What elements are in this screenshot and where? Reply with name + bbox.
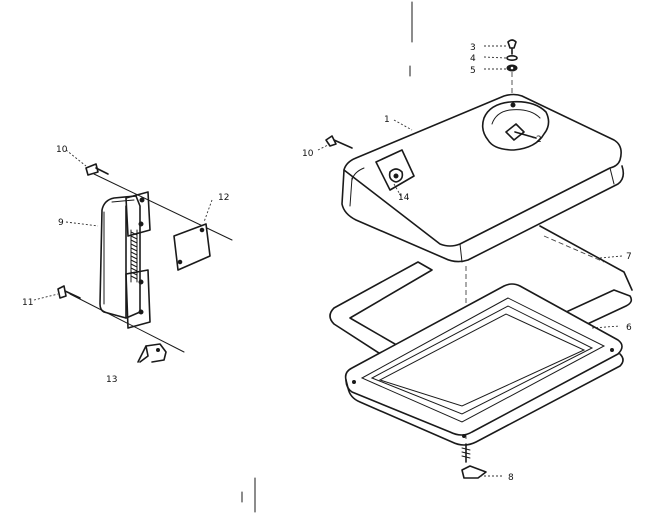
dial-window — [481, 100, 550, 151]
callout-8: 8 — [508, 473, 514, 483]
bolt-icon — [461, 443, 487, 479]
callout-4: 4 — [470, 54, 476, 64]
hinge-bracket-assembly — [57, 163, 233, 363]
screw-icon — [325, 135, 353, 149]
latch-bracket — [375, 149, 415, 199]
spring-coil — [130, 229, 138, 283]
leader-lines — [33, 45, 623, 477]
lid-box — [341, 93, 625, 263]
callout-6: 6 — [626, 323, 632, 333]
clip-bracket — [137, 343, 167, 363]
callout-3: 3 — [470, 43, 476, 53]
hinge-leaves — [125, 191, 151, 329]
screw-icon — [85, 163, 109, 176]
callout-10-left: 10 — [56, 145, 68, 155]
callout-5: 5 — [470, 66, 476, 76]
callout-11: 11 — [22, 298, 33, 308]
scan-marks — [241, 1, 413, 513]
callout-13: 13 — [106, 375, 117, 385]
mounting-plate — [173, 223, 211, 271]
callout-9: 9 — [58, 218, 64, 228]
fastener-stack — [506, 39, 518, 72]
callout-1: 1 — [384, 115, 390, 125]
callout-labels: 3 4 5 1 2 10 14 7 6 8 10 9 11 12 13 — [22, 43, 632, 483]
callout-7: 7 — [626, 252, 632, 262]
cover-assembly — [325, 39, 633, 479]
base-tray — [344, 283, 624, 446]
callout-12: 12 — [218, 193, 229, 203]
callout-14: 14 — [398, 193, 410, 203]
callout-2: 2 — [536, 135, 542, 145]
callout-10-right: 10 — [302, 149, 314, 159]
bolt-icon — [57, 285, 81, 299]
